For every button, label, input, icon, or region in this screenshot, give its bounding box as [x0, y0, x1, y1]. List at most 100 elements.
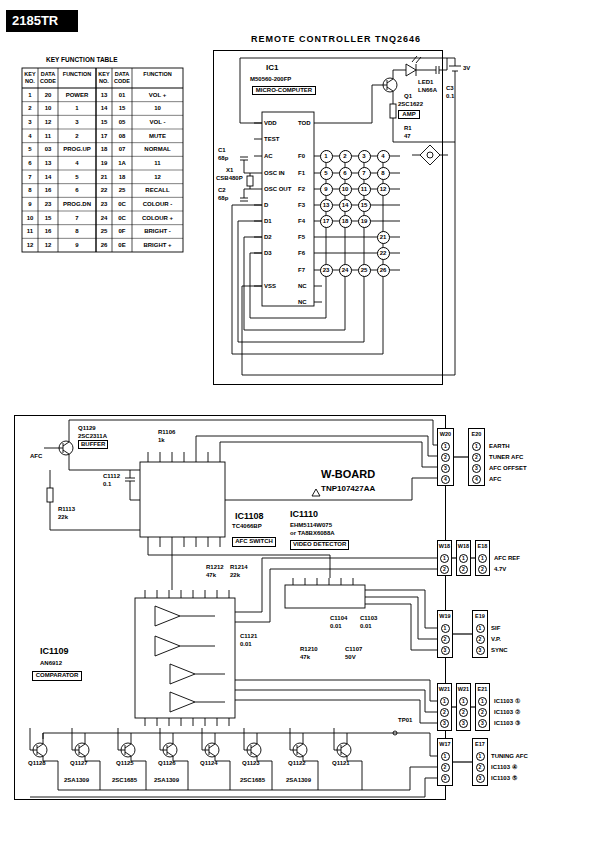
pin-number: 3 — [478, 719, 487, 728]
table-cell: 12 — [38, 242, 58, 249]
node-text: REMOTE CONTROLLER TNQ2646 — [251, 34, 421, 44]
key-button: 14 — [339, 199, 352, 212]
part-label: AC — [264, 152, 273, 160]
table-cell: 1 — [22, 92, 38, 99]
node-text: W21 — [438, 684, 451, 694]
key-button: 26 — [377, 264, 390, 277]
header-band — [6, 10, 78, 32]
key-button: 5 — [320, 167, 333, 180]
node-text: W21 — [457, 684, 470, 694]
pin-number: 2 — [440, 708, 449, 717]
crystal-symbol — [247, 176, 253, 186]
part-label: 2SC1685 — [240, 776, 265, 784]
pin-number: 1 — [478, 697, 487, 706]
part-label: X1 — [226, 166, 233, 174]
led-symbol — [406, 56, 447, 76]
key-button: 11 — [358, 183, 371, 196]
key-button: 17 — [320, 215, 333, 228]
node-text: AMP — [401, 111, 417, 118]
table-cell: 2 — [58, 133, 96, 140]
table-grid — [22, 197, 183, 198]
part-label: F6 — [298, 249, 305, 257]
key-button: 4 — [377, 150, 390, 163]
pin-number: 4 — [441, 475, 450, 484]
table-cell: POWER — [58, 92, 96, 99]
pin-number: 4 — [472, 475, 481, 484]
part-label: AFC REF — [494, 554, 520, 562]
part-label: R1 — [404, 124, 412, 132]
part-label: F5 — [298, 233, 305, 241]
pin-number: 2 — [478, 565, 487, 574]
key-button: 25 — [358, 264, 371, 277]
part-label: TUNER AFC — [489, 453, 523, 461]
part-label: Q1126 — [158, 759, 176, 767]
pin-stubs — [293, 578, 353, 585]
part-label: Q1128 — [28, 759, 46, 767]
transistor-symbol — [334, 739, 347, 761]
pin-stubs — [254, 123, 262, 286]
part-label: 0.1 — [446, 92, 454, 100]
pin-number: 1 — [440, 554, 449, 563]
part-label: F1 — [298, 169, 305, 177]
page-header: 2185TR — [8, 11, 62, 31]
transistor-symbol — [160, 739, 173, 761]
pin-number: 2 — [478, 708, 487, 717]
part-label: C2 — [218, 186, 226, 194]
node-text: E18 — [476, 541, 489, 551]
key-button: 2 — [339, 150, 352, 163]
node-text: 25 — [359, 265, 370, 276]
part-label: V.P. — [491, 635, 501, 643]
node-text: E21 — [476, 684, 489, 694]
node-text: 18 — [340, 216, 351, 227]
node-text: 19 — [359, 216, 370, 227]
table-cell: 11 — [132, 160, 183, 167]
node-text: MICRO-COMPUTER — [255, 87, 313, 94]
ic-body — [135, 598, 235, 718]
key-button: 18 — [339, 215, 352, 228]
table-cell: NORMAL — [132, 146, 183, 153]
key-button: 19 — [358, 215, 371, 228]
node-text: E19 — [473, 611, 487, 621]
part-label: 2SC2311A — [78, 432, 107, 440]
table-cell: 16 — [38, 187, 58, 194]
node-text: 7 — [359, 168, 370, 179]
transistor-wire — [30, 728, 58, 790]
title-box: BUFFER — [78, 440, 108, 449]
node-text: 3 — [359, 151, 370, 162]
node-text: 6 — [340, 168, 351, 179]
part-label: 2SC1622 — [398, 100, 423, 108]
pin-stubs — [145, 590, 229, 726]
node-text: 5 — [321, 168, 332, 179]
pin-number: 2 — [476, 763, 485, 772]
part-label: NC — [298, 298, 307, 306]
transistor-symbol — [118, 739, 131, 761]
node-text: BUFFER — [81, 441, 105, 448]
part-label: 0.01 — [240, 640, 252, 648]
pin-number: 1 — [441, 624, 450, 633]
switch-symbol — [427, 152, 433, 158]
part-label: TEST — [264, 135, 279, 143]
part-label: IC1103 ⑤ — [491, 774, 517, 782]
node-text: W17 — [438, 739, 452, 749]
table-cell: FUNCTION — [132, 71, 183, 78]
table-cell: 8 — [58, 228, 96, 235]
pin-number: 1 — [441, 442, 450, 451]
key-button: 1 — [320, 150, 333, 163]
pin-number: 1 — [459, 554, 468, 563]
table-cell: 05 — [112, 119, 132, 126]
part-label: F3 — [298, 201, 305, 209]
table-cell: 0F — [112, 228, 132, 235]
part-label: 22k — [230, 571, 240, 579]
part-label: TUNING AFC — [491, 752, 528, 760]
table-cell: 13 — [96, 92, 112, 99]
table-cell: 7 — [58, 215, 96, 222]
table-cell: 11 — [38, 133, 58, 140]
part-label: IC1103 ③ — [494, 719, 520, 727]
table-cell: 15 — [96, 119, 112, 126]
part-label: VSS — [264, 282, 276, 290]
pin-number: 2 — [441, 453, 450, 462]
table-grid — [22, 156, 183, 157]
table-cell: 25 — [96, 228, 112, 235]
node-text: 17 — [321, 216, 332, 227]
table-cell: 13 — [38, 160, 58, 167]
